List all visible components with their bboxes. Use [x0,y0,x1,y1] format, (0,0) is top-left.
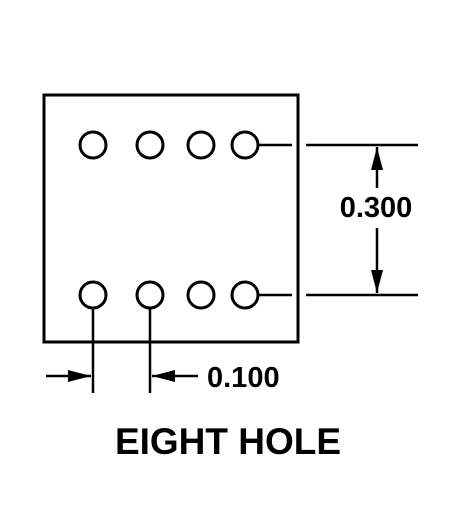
arrowhead-right-icon [68,370,91,382]
arrowhead-up-icon [371,147,383,170]
hole [230,280,260,310]
arrowhead-down-icon [371,270,383,293]
hole [78,130,108,160]
hole [186,130,216,160]
top-hole-row [78,130,260,160]
row-spacing-dimension: 0.300 [340,147,413,293]
pitch-dimension: 0.100 [46,362,280,394]
hole [135,130,165,160]
package-outline [42,93,300,344]
row-spacing-label: 0.300 [340,192,413,224]
hole [135,280,165,310]
arrowhead-left-icon [152,370,175,382]
hole [186,280,216,310]
hole [78,280,108,310]
hole [230,130,260,160]
diagram-caption: EIGHT HOLE [115,421,341,462]
bottom-hole-row [78,280,260,310]
pitch-label: 0.100 [207,362,280,394]
